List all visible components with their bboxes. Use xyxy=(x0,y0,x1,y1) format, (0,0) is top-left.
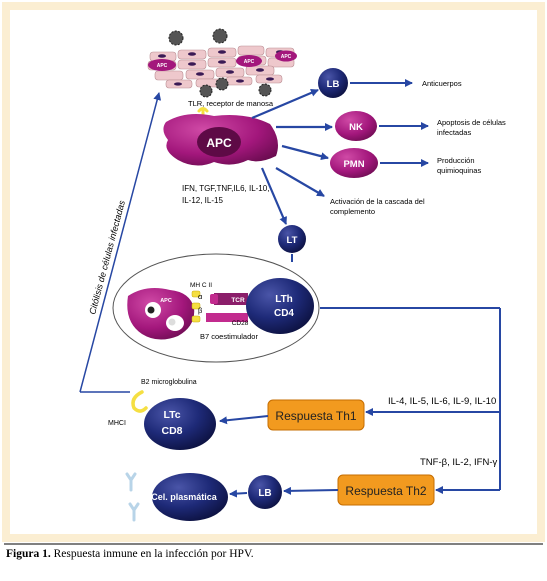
nk-label: NK xyxy=(349,122,363,133)
apc-nucleus xyxy=(197,127,241,157)
arrow-th1-ltc xyxy=(219,415,269,425)
produccion-line-1: Producción xyxy=(437,156,475,165)
mhc1-molecule xyxy=(131,390,148,413)
anticuerpos-label: Anticuerpos xyxy=(422,79,462,88)
citolisis-arrow xyxy=(79,92,162,393)
figure-caption: Figura 1. Respuesta inmune en la infecci… xyxy=(6,548,541,560)
lth-cd4-cell: LTh CD4 xyxy=(246,278,314,334)
cytokines-line-2: IL-12, IL-15 xyxy=(182,196,223,205)
cd28-label: CD28 xyxy=(232,320,249,327)
plasma-cell: Cel. plasmática xyxy=(151,473,228,521)
pmn-label: PMN xyxy=(343,159,364,170)
cytokines-line-1: IFN, TGF,TNF,IL6, IL-10, xyxy=(182,184,269,193)
virus-particles xyxy=(168,28,272,98)
inner-apc-label: APC xyxy=(160,298,172,304)
arrow-th2-lb xyxy=(283,486,339,495)
tlr-label: TLR, receptor de manosa xyxy=(188,99,274,108)
mhc2-molecule xyxy=(191,290,201,323)
beta-label: β xyxy=(198,306,203,315)
th2-label: Respuesta Th2 xyxy=(345,484,426,498)
complemento-line-2: complemento xyxy=(330,207,375,216)
th1-cytokines: IL-4, IL-5, IL-6, IL-9, IL-10 xyxy=(388,396,496,407)
lb-label: LB xyxy=(327,79,340,90)
produccion-line-2: quimioquinas xyxy=(437,166,481,175)
lth-label: LTh xyxy=(275,294,293,305)
ltc-cd8-cell: LTc CD8 xyxy=(144,398,216,450)
lt-label: LT xyxy=(287,235,298,246)
cd4-label: CD4 xyxy=(274,308,294,319)
ltc-label: LTc xyxy=(163,409,180,421)
th-branch-lines xyxy=(320,307,501,494)
lb-cell-bottom: LB xyxy=(248,475,282,509)
th2-cytokines: TNF-β, IL-2, IFN-γ xyxy=(420,457,497,468)
caption-text: Respuesta inmune en la infección por HPV… xyxy=(53,548,254,560)
epithelium: APC APC APC xyxy=(147,28,297,98)
small-apc-label: APC xyxy=(244,59,255,65)
small-apc-label: APC xyxy=(281,54,292,60)
lt-cell: LT xyxy=(278,225,306,253)
apoptosis-line-2: infectadas xyxy=(437,128,471,137)
alpha-label: α xyxy=(198,292,203,301)
antibody-icons xyxy=(125,472,140,522)
th2-response-box: Respuesta Th2 xyxy=(337,474,435,506)
lb-label: LB xyxy=(258,488,271,499)
plasma-label: Cel. plasmática xyxy=(151,492,218,502)
cd28-molecule: CD28 xyxy=(206,313,249,327)
small-apc-label: APC xyxy=(157,63,168,69)
nk-cell: NK xyxy=(335,111,377,141)
th1-label: Respuesta Th1 xyxy=(275,409,356,423)
tcr-label: TCR xyxy=(231,297,245,304)
mhc2-label: MH C II xyxy=(190,282,212,289)
arrow-lb-plasma xyxy=(229,489,248,498)
caption-prefix: Figura 1. xyxy=(6,548,51,560)
pmn-cell: PMN xyxy=(330,148,378,178)
th1-response-box: Respuesta Th1 xyxy=(267,399,365,431)
mhc1-label: MHCI xyxy=(108,420,126,427)
lb-cell-top: LB xyxy=(318,68,348,98)
apc-output-arrows xyxy=(251,88,333,225)
tcr-molecule: TCR xyxy=(210,293,248,305)
apc-label: APC xyxy=(206,136,232,150)
cd8-label: CD8 xyxy=(161,425,182,437)
b7-label: B7 coestimulador xyxy=(200,332,258,341)
b2-label: B2 microglobulina xyxy=(141,379,197,386)
inner-apc-cell: APC xyxy=(127,288,195,340)
apoptosis-line-1: Apoptosis de células xyxy=(437,118,506,127)
complemento-line-1: Activación de la cascada del xyxy=(330,197,425,206)
